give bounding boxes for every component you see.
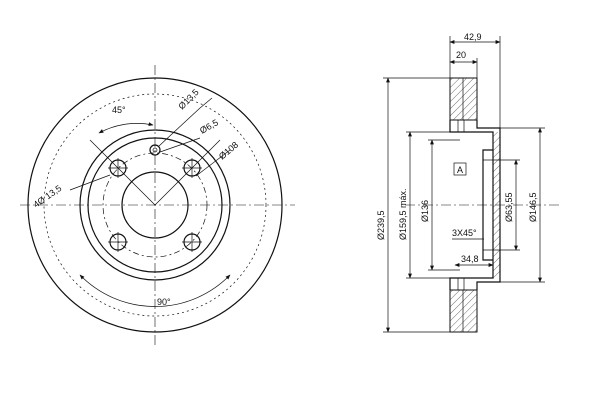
locating-hole-inner (152, 147, 158, 153)
dim-bolt-holes-label: 4Ø 13,5 (31, 183, 63, 210)
diagonal-line (154, 139, 221, 206)
hub-step (482, 149, 493, 261)
dim-146-5-label: Ø146,5 (528, 192, 538, 222)
section-view: A 42,9 20 Ø239,5 Ø159,5 máx. Ø136 (376, 32, 560, 333)
angle-45-arc (98, 122, 154, 134)
front-view: 45° 90° Ø13,5 Ø6,5 Ø108 4Ø 13,5 (20, 65, 295, 345)
dim-depth-label: 34,8 (461, 254, 479, 264)
dim-width-inner-label: 20 (456, 50, 466, 60)
dim-friction-diameter-label: Ø159,5 máx. (398, 188, 408, 240)
datum-box (453, 162, 467, 176)
leader-bolt-holes (69, 174, 111, 191)
hat-outer-edge (79, 129, 231, 281)
leader-13-5 (158, 107, 201, 147)
bolt-circle (102, 152, 208, 258)
dim-108-label: Ø108 (217, 140, 240, 162)
disc-outer-edge (27, 77, 283, 333)
hat-wall-hatch (493, 132, 500, 278)
friction-ring-bottom (449, 289, 478, 333)
angle-45-label: 45° (112, 105, 126, 115)
hat-inner-edge (87, 137, 223, 273)
dim-13-5-label: Ø13,5 (176, 87, 200, 111)
chamfer-label: 3X45° (452, 228, 477, 238)
friction-ring-outer (43, 93, 267, 317)
dim-63-55-label: Ø63,55 (504, 192, 514, 222)
locating-hole (149, 144, 161, 156)
dim-width-total-label: 42,9 (464, 32, 482, 42)
angle-90-label: 90° (157, 297, 171, 307)
dim-136-label: Ø136 (420, 200, 430, 222)
friction-ring-top (449, 77, 478, 121)
dim-outer-diameter-label: Ø239,5 (376, 210, 386, 240)
leader-108 (195, 149, 231, 177)
diagonal-45-line (89, 139, 156, 206)
center-bore (121, 171, 189, 239)
leader-6-5 (159, 137, 201, 153)
datum-label: A (457, 165, 463, 175)
angle-90-arc (79, 274, 231, 307)
dim-6-5-label: Ø6,5 (198, 117, 220, 135)
